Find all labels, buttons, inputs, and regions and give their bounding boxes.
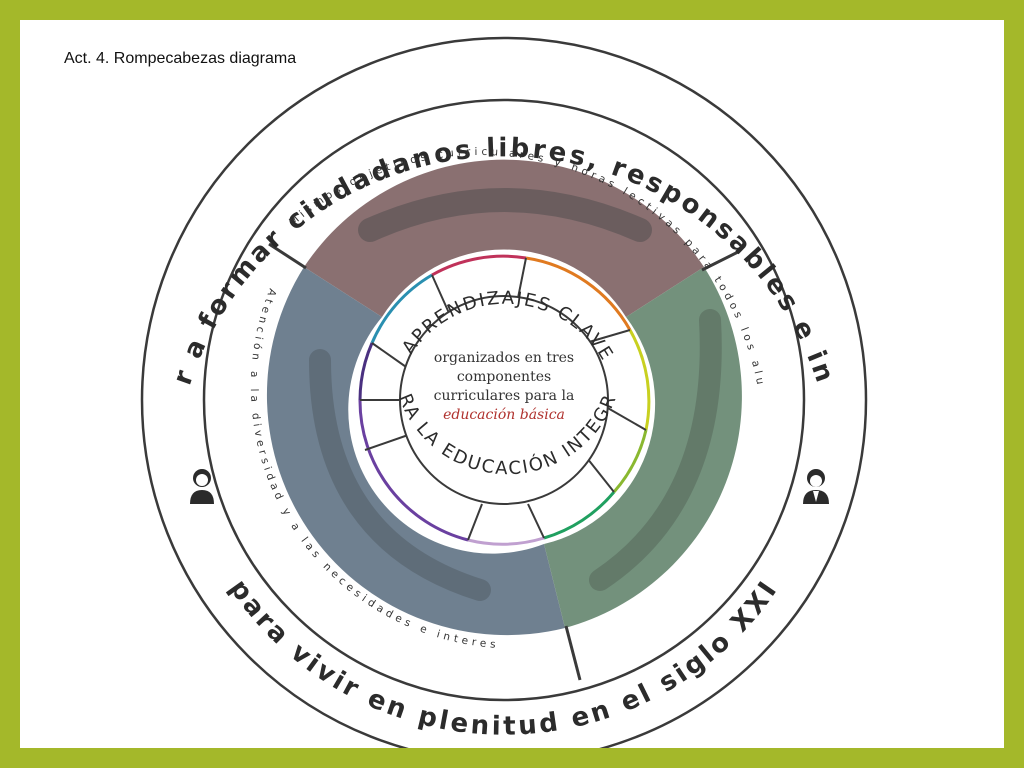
band-divider-right xyxy=(701,250,739,272)
segment-crimson-arc xyxy=(431,254,527,277)
sector-right xyxy=(544,267,742,628)
scribble-right xyxy=(589,309,722,591)
segment-purple-arc xyxy=(358,399,469,542)
scribble-left xyxy=(309,349,491,601)
scribble-top xyxy=(358,188,652,242)
sector-left xyxy=(266,267,565,636)
segment-green-arc xyxy=(543,491,616,540)
center-line-3: curriculares para la xyxy=(434,388,575,404)
center-line-1: organizados en tres xyxy=(434,350,574,366)
segment-lilac-arc xyxy=(467,536,545,546)
curriculum-diagram: Contribuir a formar ciudadanos libres, r… xyxy=(20,20,868,748)
sector-top xyxy=(304,159,704,317)
center-line-2: componentes xyxy=(457,369,551,385)
boy-student-icon xyxy=(803,469,829,504)
segment-indigo-arc xyxy=(358,342,374,401)
slide-title: Act. 4. Rompecabezas diagrama xyxy=(64,50,297,67)
center-italic-line: educación básica xyxy=(443,407,565,423)
segment-yellow-arc xyxy=(628,329,651,431)
center-disc xyxy=(399,295,609,505)
girl-student-icon xyxy=(190,469,214,504)
band-divider-left xyxy=(268,242,307,270)
segment-blue-arc xyxy=(370,273,433,344)
band-divider-bottom xyxy=(564,625,582,681)
segment-lime-arc xyxy=(612,429,648,493)
slide: Contribuir a formar ciudadanos libres, r… xyxy=(20,20,1004,748)
segment-orange-arc xyxy=(525,256,632,331)
